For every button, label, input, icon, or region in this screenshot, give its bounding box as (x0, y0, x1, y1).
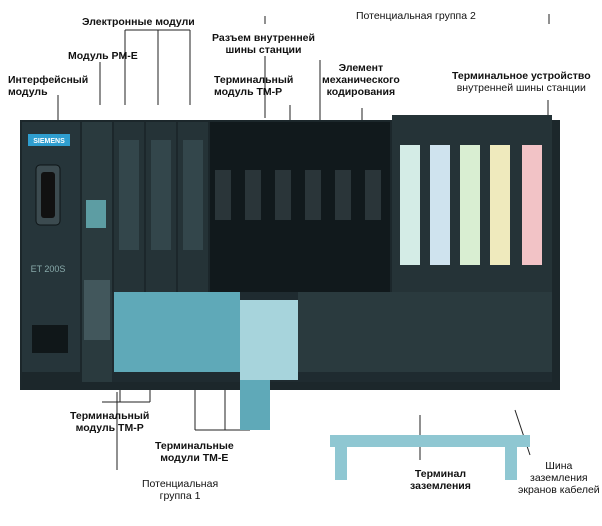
label-line: заземления (410, 480, 471, 492)
label-potential-group-2: Потенциальная группа 2 (356, 10, 476, 22)
pm-e-terminal (84, 280, 110, 340)
label-line: модуль TM-P (214, 86, 293, 98)
label-line: Терминальные (155, 440, 234, 452)
grounding-bracket-right (505, 440, 517, 480)
label-line: группа 1 (142, 490, 218, 502)
label-line: Потенциальная (142, 478, 218, 490)
right-electronic-modules (392, 115, 552, 295)
grounding-rail (330, 435, 530, 447)
label-line: механического (322, 74, 400, 86)
label-mechanical-coding: Элемент механического кодирования (322, 62, 400, 98)
label-terminal-modules-tme: Терминальные модули TM-E (155, 440, 234, 464)
label-line: Терминальное устройство (452, 70, 591, 82)
label-line: Терминал (410, 468, 471, 480)
label-line: внутренней шины станции (452, 82, 591, 94)
label-line: кодирования (322, 86, 400, 98)
label-line: Терминальный (70, 410, 149, 422)
label-shield-bus: Шина заземления экранов кабелей (518, 460, 600, 496)
label-line: шины станции (212, 44, 315, 56)
label-line: Шина (518, 460, 600, 472)
model-text: ET 200S (31, 264, 66, 274)
terminal-modules-tmp (210, 122, 390, 292)
label-module-pm-e: Модуль PM-E (68, 50, 138, 62)
pm-e-window (86, 200, 106, 228)
db9-socket (41, 172, 55, 218)
label-potential-group-1: Потенциальная группа 1 (142, 478, 218, 502)
label-terminal-module-top: Терминальный модуль TM-P (214, 74, 293, 98)
label-ground-terminal: Терминал заземления (410, 468, 471, 492)
label-station-bus-connector: Разъем внутренней шины станции (212, 32, 315, 56)
label-line: Разъем внутренней (212, 32, 315, 44)
label-line: заземления (518, 472, 600, 484)
label-line: модули TM-E (155, 452, 234, 464)
power-terminal (32, 325, 68, 353)
label-terminal-device: Терминальное устройство внутренней шины … (452, 70, 591, 94)
label-line: Интерфейсный (8, 74, 88, 86)
electronic-modules (114, 122, 208, 292)
brand-text: SIEMENS (33, 138, 65, 145)
label-electronic-modules: Электронные модули (82, 16, 195, 28)
label-terminal-module-bottom: Терминальный модуль TM-P (70, 410, 149, 434)
label-interface-module: Интерфейсный модуль (8, 74, 88, 98)
terminal-blocks (112, 292, 552, 430)
label-line: модуль TM-P (70, 422, 149, 434)
pm-e-module (82, 122, 112, 382)
label-line: Элемент (322, 62, 400, 74)
label-line: экранов кабелей (518, 484, 600, 496)
label-line: модуль (8, 86, 88, 98)
label-line: Терминальный (214, 74, 293, 86)
grounding-bracket (335, 440, 347, 480)
